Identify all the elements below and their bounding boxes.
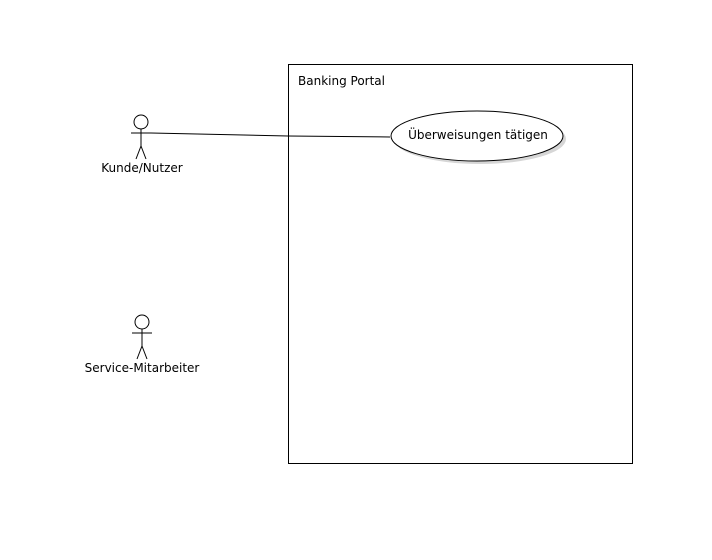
actor-service-mitarbeiter[interactable] xyxy=(132,314,152,360)
actor-label-kunde-nutzer: Kunde/Nutzer xyxy=(101,161,183,175)
actor-leg-right xyxy=(140,145,147,160)
association-line[interactable] xyxy=(150,132,391,138)
system-boundary-title: Banking Portal xyxy=(298,74,385,88)
actor-label-service-mitarbeiter: Service-Mitarbeiter xyxy=(84,361,200,375)
actor-head xyxy=(133,114,149,130)
actor-leg-left xyxy=(135,145,142,160)
usecase-ellipse[interactable] xyxy=(390,110,564,162)
actor-kunde-nutzer[interactable] xyxy=(131,114,151,160)
usecase-label: Überweisungen tätigen xyxy=(408,128,548,142)
actor-leg-left xyxy=(136,345,143,360)
actor-leg-right xyxy=(141,345,148,360)
actor-head xyxy=(134,314,150,330)
